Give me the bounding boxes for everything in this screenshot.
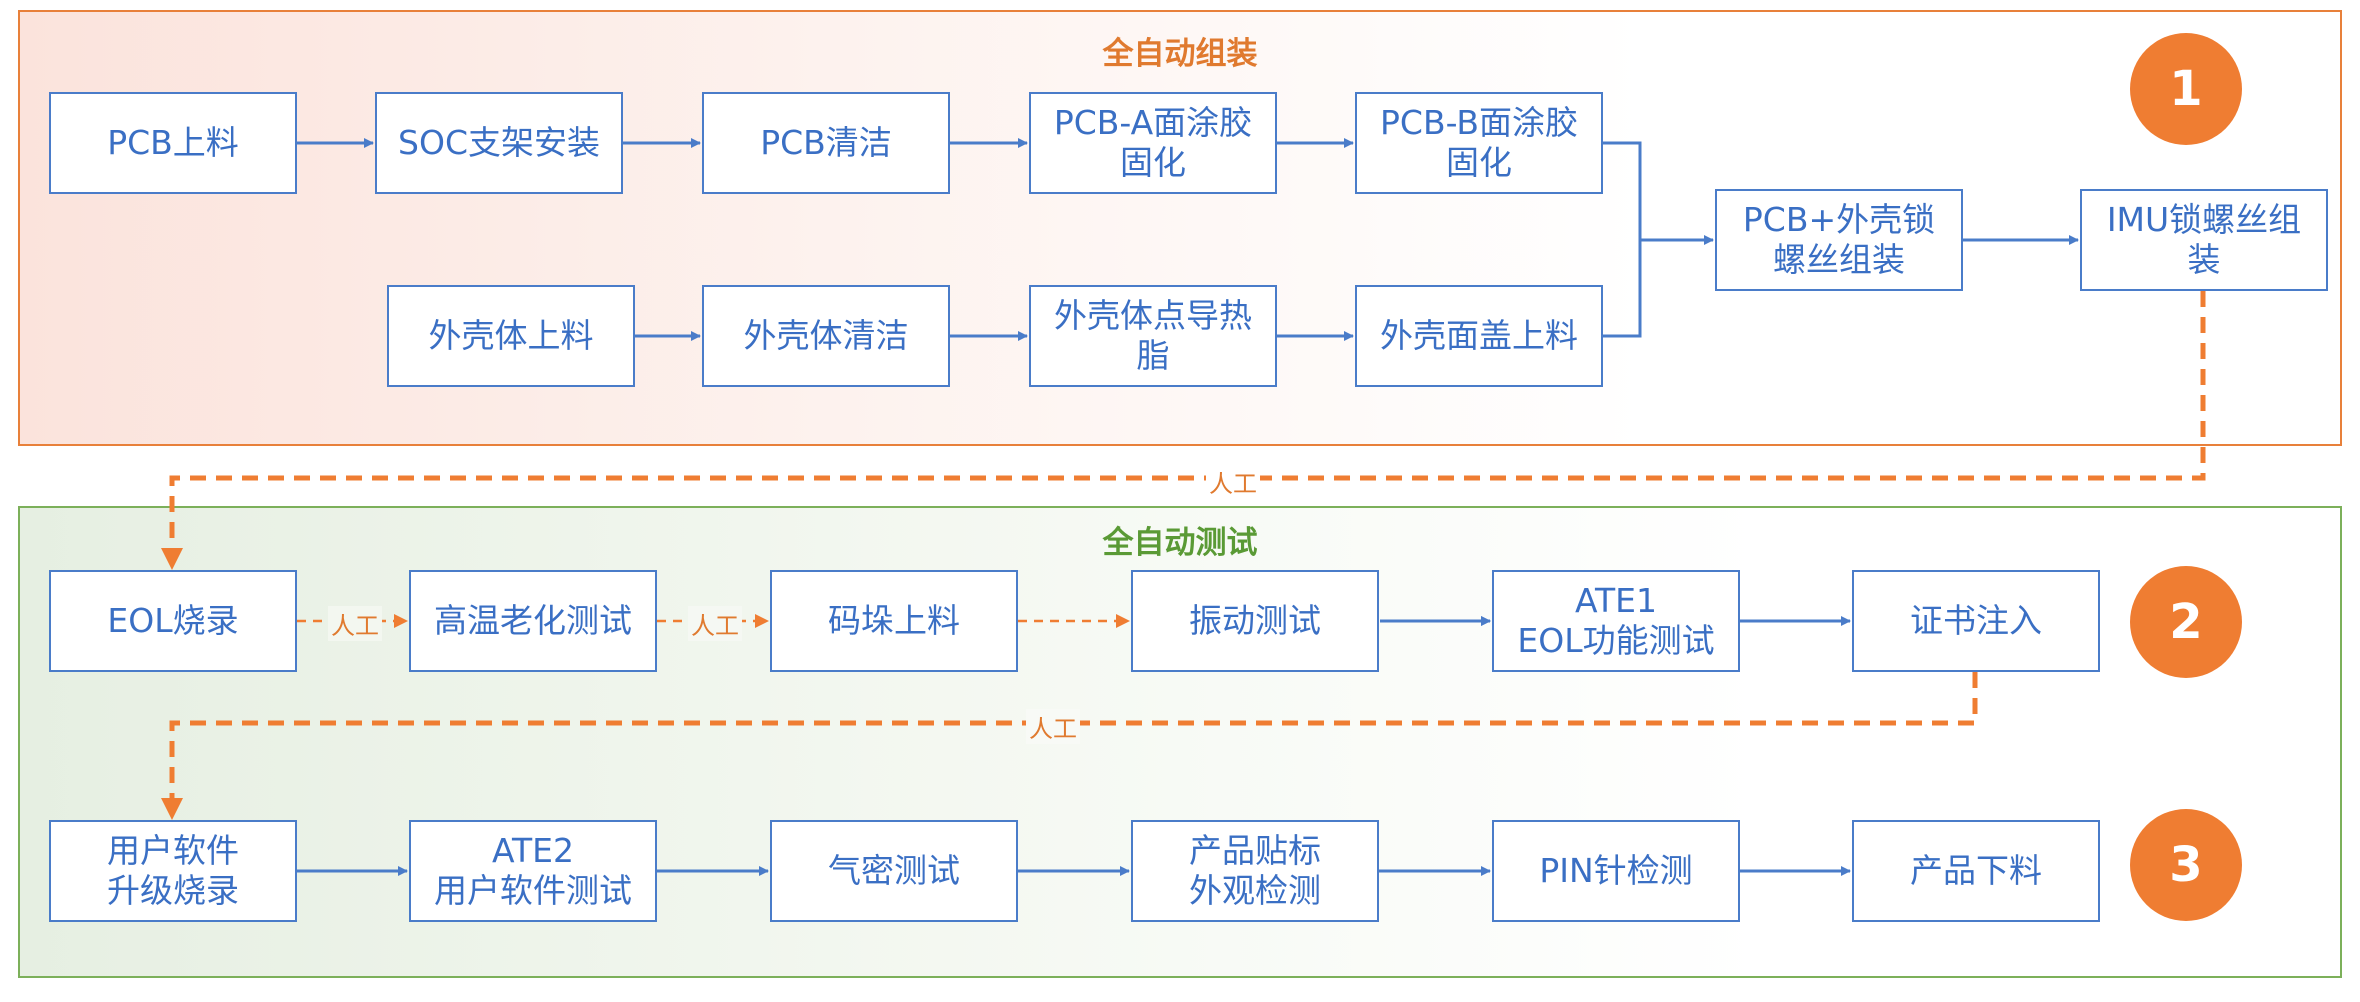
step-stack-load: 码垛上料	[770, 570, 1018, 672]
manual-path-imu-to-eol	[161, 291, 2206, 570]
step-pcb-b-glue: PCB-B面涂胶 固化	[1355, 92, 1603, 194]
step-eol-flash: EOL烧录	[49, 570, 297, 672]
step-cover-load: 外壳面盖上料	[1355, 285, 1603, 387]
step-pcb-housing-screw: PCB+外壳锁 螺丝组装	[1715, 189, 1963, 291]
manual-label-eol-to-aging: 人工	[328, 606, 382, 641]
step-cert-inject: 证书注入	[1852, 570, 2100, 672]
step-user-sw-flash: 用户软件 升级烧录	[49, 820, 297, 922]
step-thermal-paste: 外壳体点导热 脂	[1029, 285, 1277, 387]
manual-label-imu-to-eol: 人工	[1206, 464, 1260, 499]
step-housing-clean: 外壳体清洁	[702, 285, 950, 387]
step-pin-check: PIN针检测	[1492, 820, 1740, 922]
manual-label-cert-to-user-flash: 人工	[1026, 709, 1080, 744]
step-ate1: ATE1 EOL功能测试	[1492, 570, 1740, 672]
manual-label-aging-to-stack: 人工	[688, 606, 742, 641]
step-pcb-clean: PCB清洁	[702, 92, 950, 194]
section-number-badge-1: 1	[2130, 33, 2242, 145]
step-vibration: 振动测试	[1131, 570, 1379, 672]
manual-path-cert-to-user-flash	[161, 672, 1978, 820]
step-high-temp-aging: 高温老化测试	[409, 570, 657, 672]
step-pcb-load: PCB上料	[49, 92, 297, 194]
step-unload: 产品下料	[1852, 820, 2100, 922]
step-housing-load: 外壳体上料	[387, 285, 635, 387]
step-ate2: ATE2 用户软件测试	[409, 820, 657, 922]
assembly-section-title: 全自动组装	[1102, 36, 1258, 72]
test-section-title: 全自动测试	[1102, 525, 1258, 561]
step-pcb-a-glue: PCB-A面涂胶 固化	[1029, 92, 1277, 194]
section-number-badge-3: 3	[2130, 809, 2242, 921]
step-label-inspect: 产品贴标 外观检测	[1131, 820, 1379, 922]
merge-line	[1603, 141, 1642, 338]
section-number-badge-2: 2	[2130, 566, 2242, 678]
step-soc-bracket: SOC支架安装	[375, 92, 623, 194]
step-airtight: 气密测试	[770, 820, 1018, 922]
step-imu-screw: IMU锁螺丝组 装	[2080, 189, 2328, 291]
